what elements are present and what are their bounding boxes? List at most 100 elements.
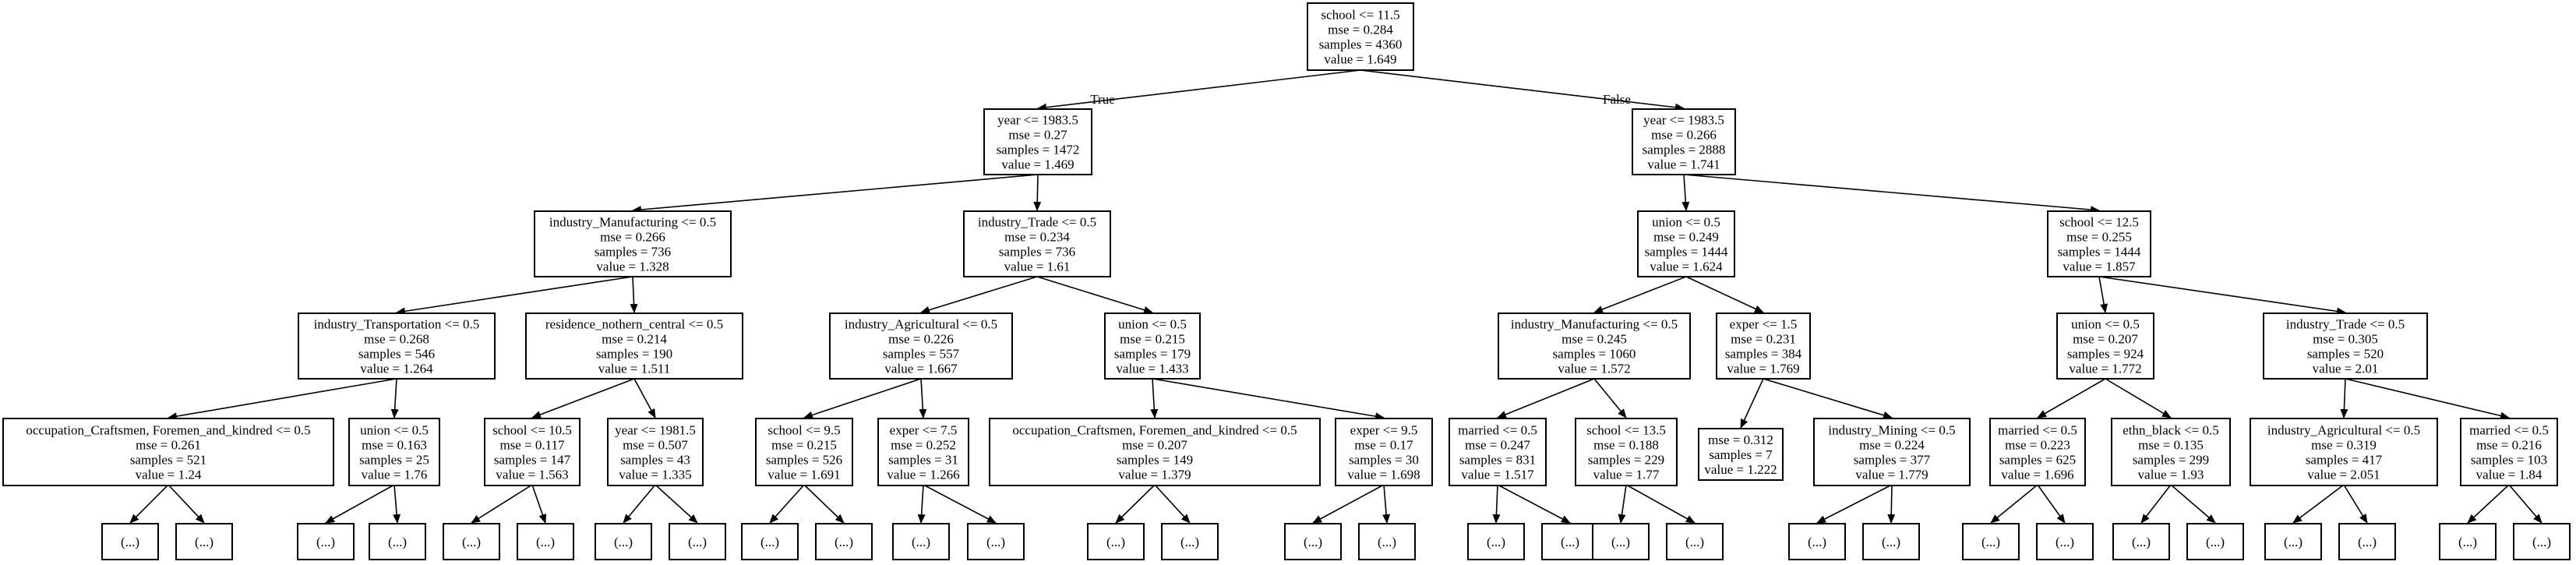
truncated-node: (...) [595, 523, 652, 560]
node-text-line: value = 1.77 [1593, 468, 1660, 482]
edge-label-false: False [1603, 92, 1631, 107]
node-box [1962, 523, 2020, 560]
node-text-line: occupation_Craftsmen, Foremen_and_kindre… [26, 423, 310, 438]
truncated-node: (...) [1161, 523, 1219, 560]
node-text-line: value = 2.051 [2307, 468, 2380, 482]
tree-edge [531, 378, 635, 418]
node-text-line: samples = 521 [130, 453, 206, 468]
edge-label-true: True [1090, 92, 1115, 107]
node-text-line: samples = 736 [999, 245, 1075, 260]
truncated-label: (...) [1180, 535, 1199, 549]
node-box [1087, 523, 1145, 560]
node-text-line: value = 1.779 [1855, 468, 1928, 482]
node-text-line: samples = 520 [2307, 347, 2384, 362]
node-text-line: mse = 0.27 [1008, 128, 1067, 143]
truncated-node: (...) [101, 523, 159, 560]
node-text-line: school <= 11.5 [1321, 8, 1399, 23]
node-text-line: value = 1.769 [1727, 362, 1799, 376]
tree-edge [2098, 276, 2346, 316]
tree-edge [1816, 485, 1891, 524]
tree-edge [1593, 276, 1687, 313]
tree-edge [1382, 485, 1391, 524]
node-text-line: mse = 0.207 [1122, 438, 1187, 453]
truncated-node: (...) [1962, 523, 2020, 560]
node-text-line: value = 1.469 [1001, 157, 1074, 172]
node-text-line: value = 1.266 [887, 468, 959, 482]
node-box [2439, 523, 2497, 560]
node-text-line: union <= 0.5 [2071, 317, 2140, 332]
node-box [2250, 418, 2438, 486]
node-text-line: married <= 0.5 [1458, 423, 1537, 438]
truncated-node: (...) [2264, 523, 2322, 560]
node-text-line: samples = 179 [1114, 347, 1191, 362]
truncated-label: (...) [1611, 535, 1630, 549]
node-text-line: value = 1.572 [1558, 362, 1630, 376]
truncated-node: (...) [669, 523, 726, 560]
node-text-line: samples = 43 [620, 453, 690, 468]
node-box [1698, 428, 1784, 481]
node-box [892, 523, 950, 560]
node-box [1467, 523, 1525, 560]
node-box [517, 523, 574, 560]
node-text-line: mse = 0.215 [1120, 332, 1185, 347]
node-text-line: samples = 1444 [1645, 245, 1728, 260]
tree-edge [168, 378, 397, 421]
node-text-line: samples = 7 [1709, 447, 1773, 462]
node-text-line: value = 1.328 [596, 260, 669, 274]
tree-edge [2037, 378, 2106, 418]
node-box [1498, 313, 1691, 380]
node-box [484, 418, 580, 486]
edges [129, 69, 2542, 524]
node-text-line: mse = 0.226 [888, 332, 954, 347]
tree-edge [655, 485, 698, 524]
tree-edge [325, 485, 393, 524]
node-text-line: mse = 0.216 [2476, 438, 2542, 453]
node-text-line: year <= 1983.5 [1643, 113, 1724, 128]
node-text-line: mse = 0.163 [362, 438, 427, 453]
tree-edge [804, 485, 845, 524]
node-text-line: school <= 9.5 [768, 423, 840, 438]
truncated-label: (...) [1882, 535, 1900, 549]
node-text-line: mse = 0.266 [600, 230, 665, 245]
node-box [815, 523, 873, 560]
tree-edge [2105, 378, 2172, 418]
tree-edge [129, 485, 168, 524]
node-box [1449, 418, 1547, 486]
node-box [983, 108, 1092, 175]
truncated-label: (...) [2358, 535, 2377, 549]
truncated-node: (...) [2112, 523, 2170, 560]
node-text-line: samples = 103 [2471, 453, 2547, 468]
node-box [2, 418, 334, 486]
node-text-line: industry_Agricultural <= 0.5 [845, 317, 997, 332]
node-box [298, 313, 496, 380]
truncated-label: (...) [1106, 535, 1125, 549]
node-text-line: industry_Manufacturing <= 0.5 [549, 215, 716, 230]
tree-edge [2292, 485, 2344, 524]
truncated-label: (...) [2206, 535, 2225, 549]
node-text-line: mse = 0.207 [2073, 332, 2138, 347]
tree-edge [924, 485, 997, 524]
node-text-line: value = 1.93 [2138, 468, 2204, 482]
node-text-line: union <= 0.5 [1652, 215, 1720, 230]
truncated-node: (...) [517, 523, 574, 560]
node-text-line: samples = 526 [766, 453, 842, 468]
tree-edge [1685, 276, 1764, 313]
node-box [2513, 523, 2571, 560]
node-text-line: value = 1.76 [362, 468, 428, 482]
node-box [369, 523, 426, 560]
node-text-line: mse = 0.234 [1004, 230, 1070, 245]
node-text-line: married <= 0.5 [2469, 423, 2549, 438]
node-box [1335, 418, 1433, 486]
node-box [1632, 108, 1736, 175]
node-text-line: samples = 2888 [1643, 143, 1726, 157]
truncated-label: (...) [1378, 535, 1396, 549]
